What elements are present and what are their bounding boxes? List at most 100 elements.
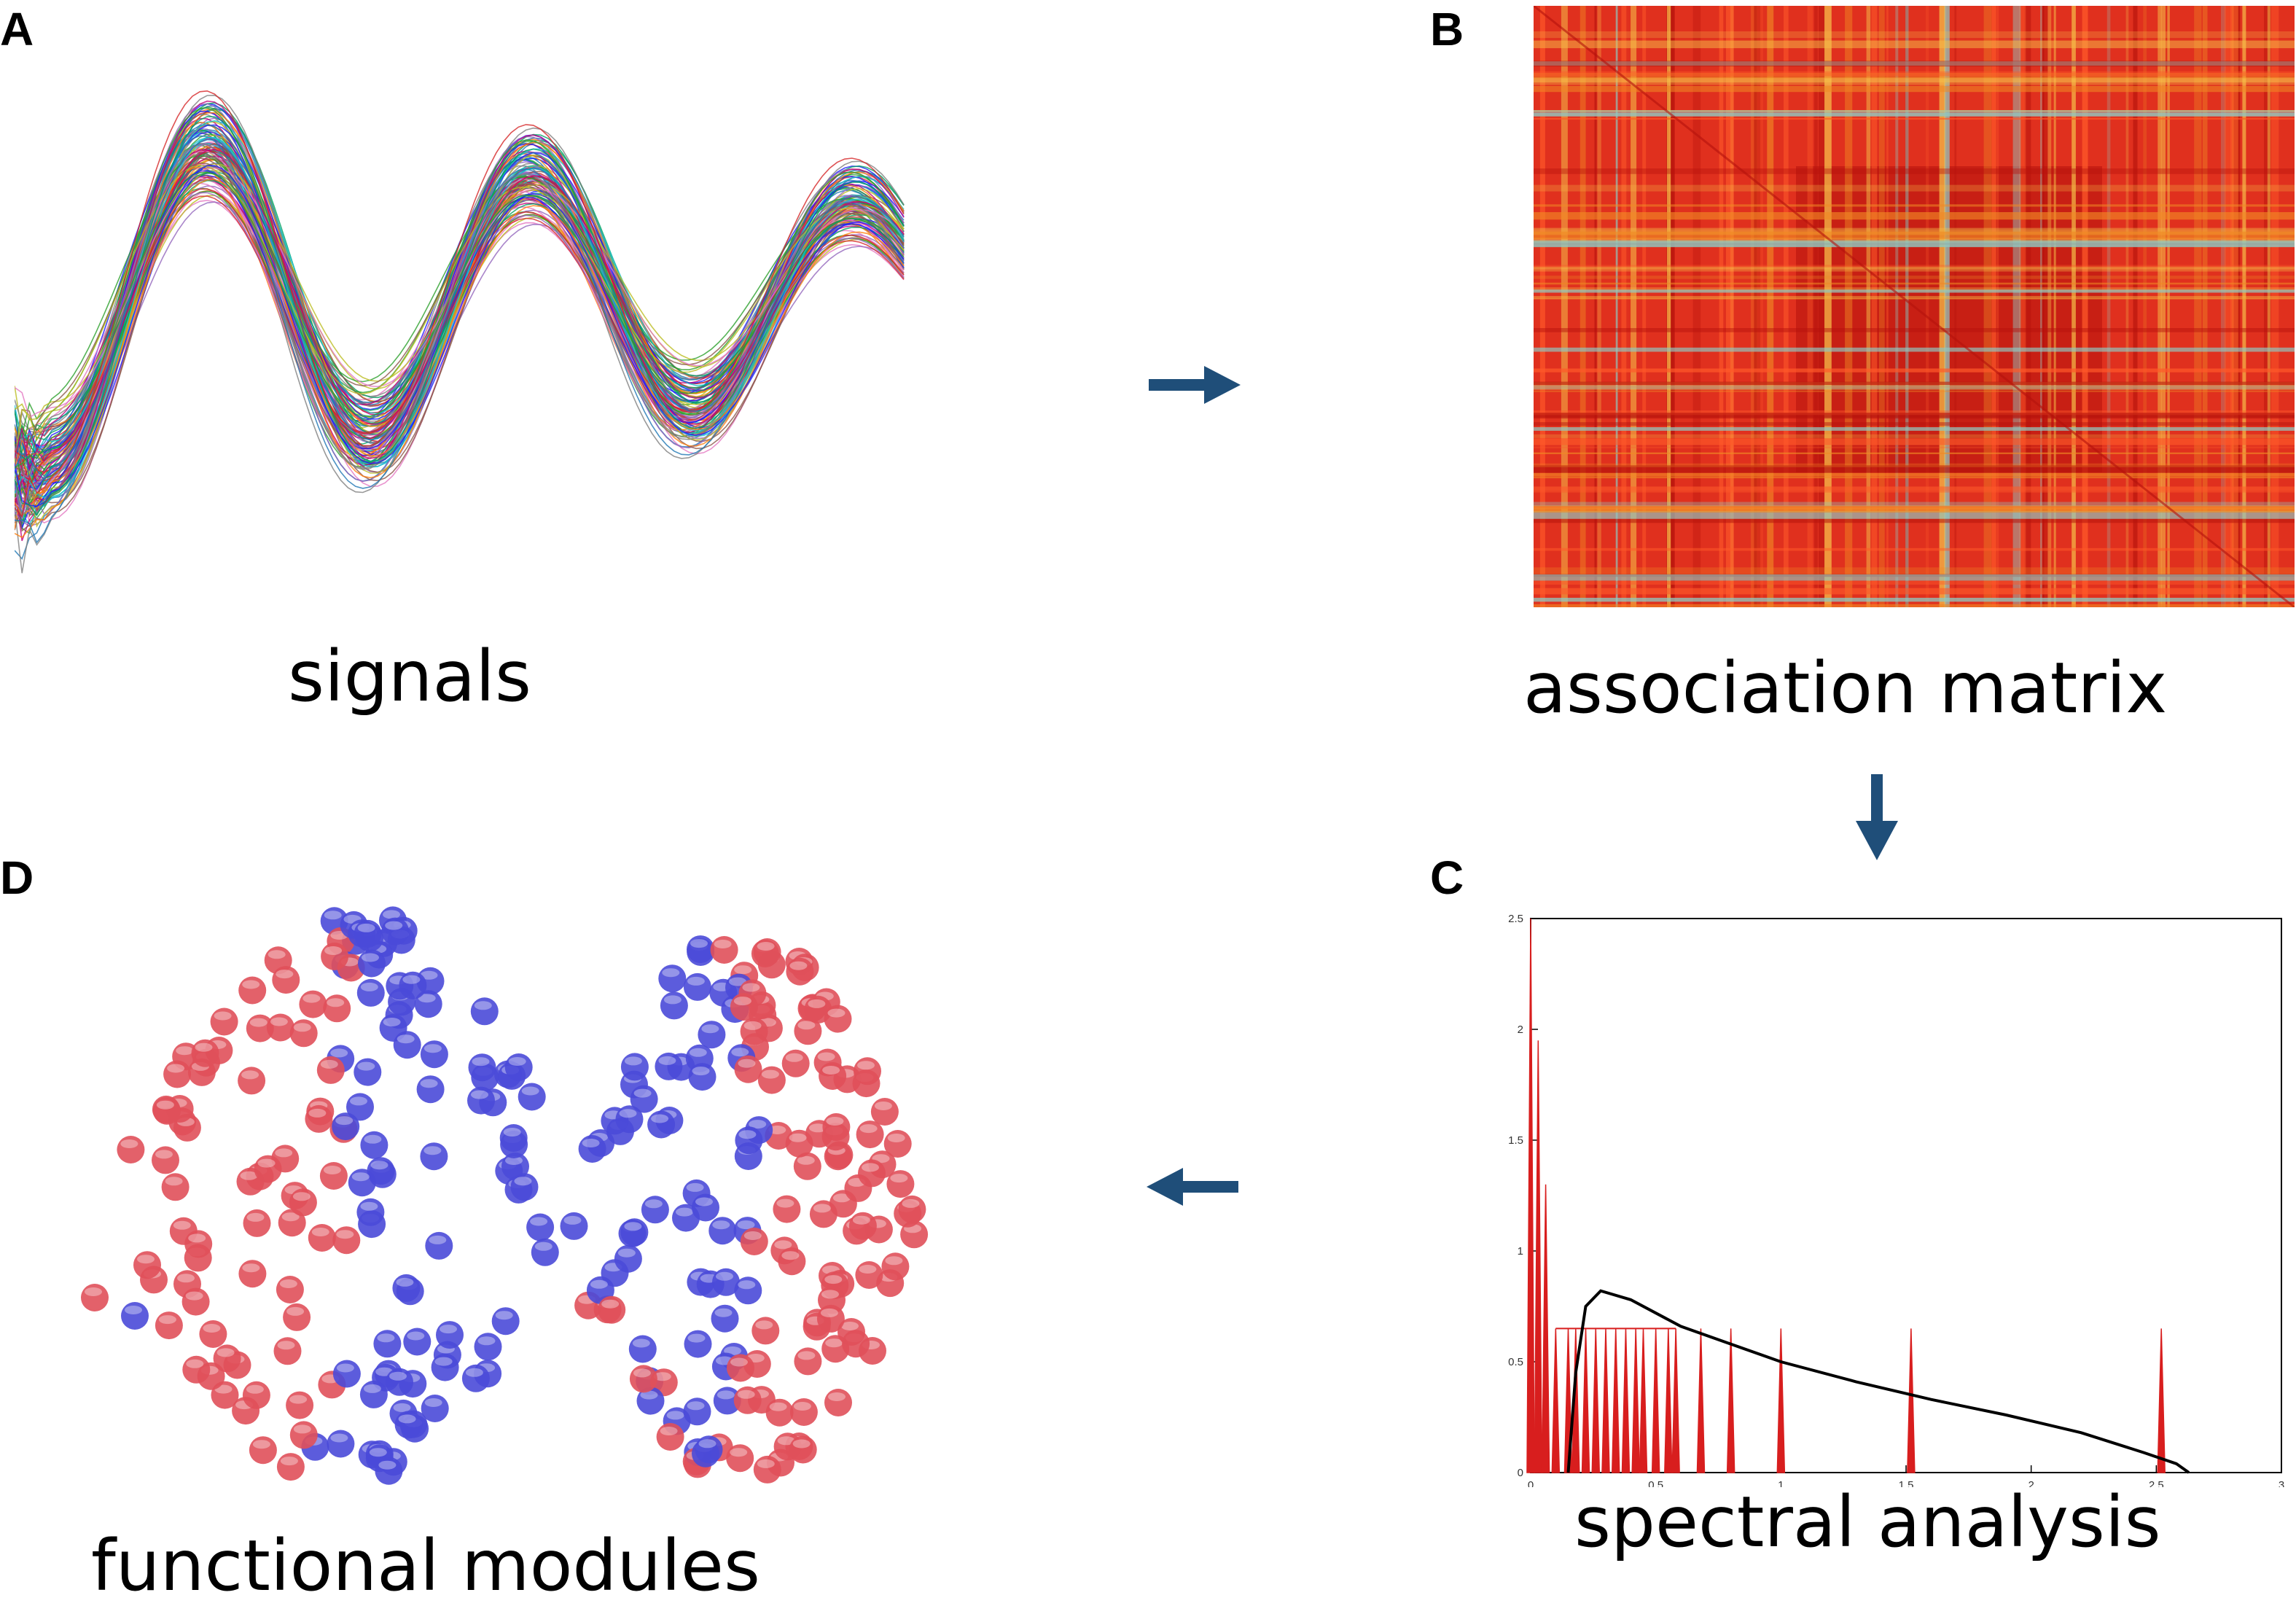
- node-highlight: [514, 1177, 532, 1186]
- blue-module-node: [518, 1083, 546, 1111]
- matrix-column-band: [1580, 6, 1586, 607]
- blue-module-node: [399, 971, 427, 999]
- spectrum-spike: [1664, 1328, 1673, 1473]
- node-highlight: [686, 1182, 704, 1192]
- red-module-node: [734, 1055, 762, 1083]
- blue-module-node: [346, 1093, 374, 1121]
- node-highlight: [471, 1090, 488, 1099]
- node-highlight: [370, 1161, 388, 1170]
- matrix-row-band: [1534, 502, 2295, 507]
- node-highlight: [624, 1222, 642, 1231]
- red-module-node: [856, 1120, 884, 1149]
- blue-module-node: [332, 1112, 360, 1141]
- node-highlight: [477, 1336, 496, 1346]
- blue-module-node: [354, 1058, 382, 1086]
- matrix-column-band: [1807, 6, 1813, 607]
- red-module-node: [794, 1017, 822, 1045]
- matrix-row-band: [1534, 547, 2295, 551]
- matrix-column-band: [1692, 6, 1701, 607]
- node-highlight: [730, 1448, 748, 1457]
- node-highlight: [402, 975, 421, 984]
- red-module-node: [778, 1247, 806, 1276]
- matrix-column-band: [1819, 6, 1826, 607]
- node-highlight: [185, 1291, 203, 1301]
- matrix-column-band: [1767, 6, 1774, 607]
- node-highlight: [398, 1414, 416, 1424]
- node-highlight: [396, 1277, 414, 1287]
- matrix-column-band: [2024, 6, 2031, 607]
- red-module-node: [848, 1212, 877, 1240]
- node-highlight: [155, 1150, 173, 1159]
- red-module-node: [332, 1226, 361, 1255]
- node-highlight: [327, 998, 345, 1007]
- blue-module-node: [655, 1052, 683, 1080]
- blue-module-node: [499, 1124, 528, 1152]
- matrix-row-band: [1534, 328, 2295, 332]
- node-highlight: [177, 1274, 195, 1283]
- blue-module-node: [658, 964, 687, 993]
- matrix-column-band: [1824, 6, 1832, 607]
- red-module-node: [305, 1104, 333, 1133]
- matrix-row-band: [1534, 347, 2295, 352]
- node-highlight: [701, 1024, 719, 1034]
- node-highlight: [714, 1308, 733, 1317]
- node-highlight: [280, 1457, 298, 1466]
- node-highlight: [792, 1439, 811, 1449]
- matrix-column-band: [2019, 6, 2026, 607]
- blue-module-node: [526, 1213, 555, 1241]
- matrix-column-band: [1719, 6, 1724, 607]
- red-module-node: [289, 1019, 318, 1048]
- red-module-node: [858, 1159, 886, 1188]
- node-highlight: [749, 1120, 767, 1129]
- spectrum-spike: [1776, 1328, 1786, 1473]
- matrix-diagonal: [1534, 6, 2295, 607]
- red-module-node: [733, 1386, 762, 1414]
- matrix-row-band: [1534, 427, 2295, 431]
- node-highlight: [308, 1108, 327, 1118]
- matrix-column-band: [1944, 6, 1950, 607]
- node-highlight: [768, 1126, 786, 1134]
- node-highlight: [716, 1390, 735, 1400]
- matrix-row-band: [1534, 168, 2295, 174]
- matrix-row-band: [1534, 381, 2295, 385]
- node-highlight: [324, 911, 342, 920]
- red-module-node: [781, 1049, 810, 1077]
- node-highlight: [216, 1348, 235, 1357]
- node-highlight: [885, 1256, 903, 1266]
- matrix-row-band: [1534, 567, 2295, 574]
- node-highlight: [712, 1220, 730, 1230]
- node-highlight: [619, 1109, 637, 1118]
- blue-module-node: [393, 1031, 421, 1059]
- blue-module-node: [687, 935, 714, 964]
- node-highlight: [241, 1070, 259, 1080]
- blue-module-node: [375, 1457, 403, 1485]
- node-highlight: [156, 1100, 174, 1110]
- red-module-node: [316, 1056, 345, 1084]
- node-highlight: [311, 1228, 329, 1236]
- node-highlight: [335, 1116, 354, 1126]
- blue-module-node: [436, 1321, 464, 1349]
- red-module-node: [786, 957, 814, 986]
- matrix-column-band: [1671, 6, 1675, 607]
- blue-module-node: [354, 919, 382, 948]
- node-highlight: [687, 1333, 706, 1343]
- spectrum-spike: [1696, 1328, 1706, 1473]
- matrix-column-band: [1594, 6, 1597, 607]
- blue-module-node: [684, 1330, 712, 1358]
- red-module-node: [117, 1136, 145, 1163]
- node-highlight: [429, 1235, 447, 1244]
- node-highlight: [167, 1064, 185, 1073]
- node-highlight: [797, 1021, 816, 1030]
- node-highlight: [828, 1392, 846, 1401]
- node-highlight: [662, 968, 680, 978]
- node-highlight: [357, 923, 375, 932]
- matrix-row-band: [1534, 465, 2295, 473]
- blue-module-node: [392, 1274, 421, 1302]
- node-highlight: [383, 1018, 401, 1026]
- matrix-row-band: [1534, 289, 2295, 293]
- node-highlight: [730, 1357, 748, 1367]
- red-module-node: [152, 1146, 179, 1174]
- matrix-row-band: [1534, 287, 2295, 292]
- signal-trace: [15, 136, 905, 499]
- node-highlight: [781, 1251, 800, 1260]
